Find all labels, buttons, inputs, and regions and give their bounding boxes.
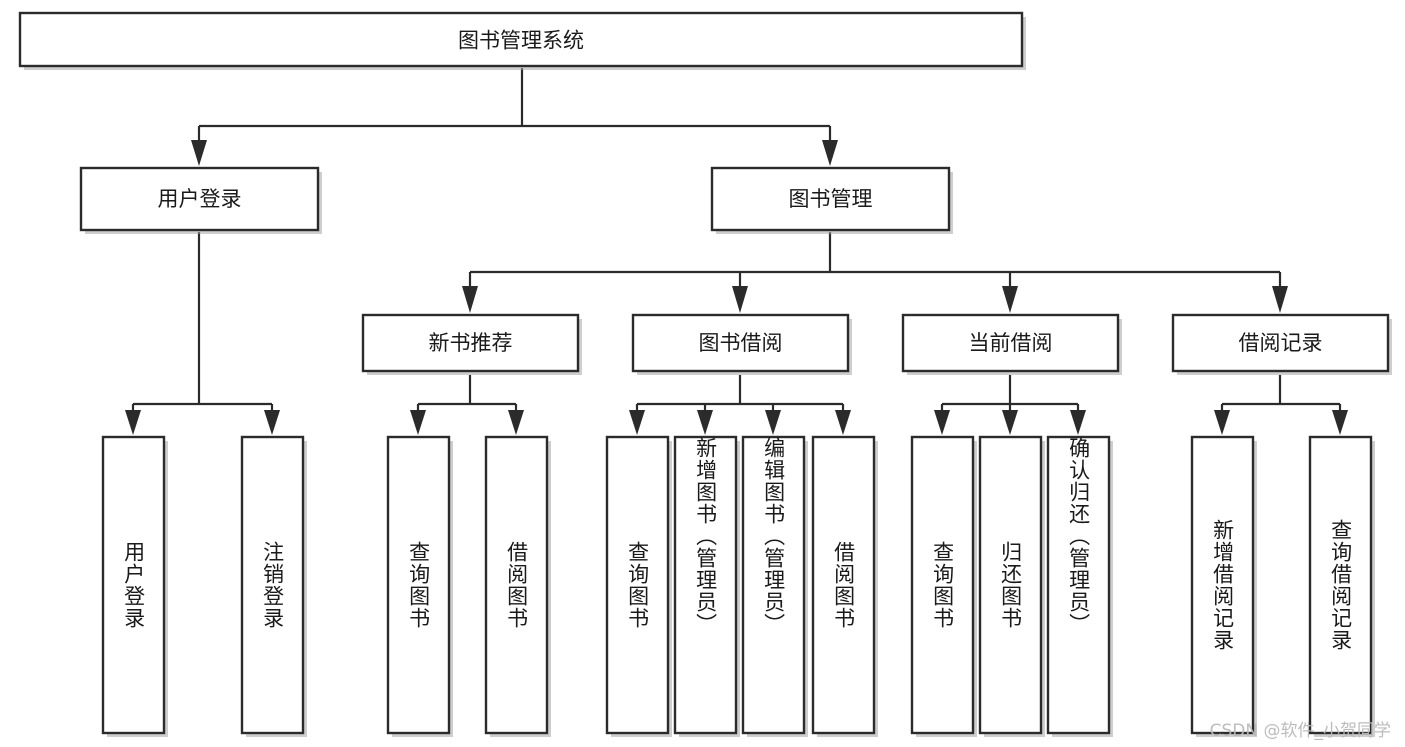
leaf-current-borrow-3[interactable] <box>1046 435 1113 737</box>
leaf-book-borrow-4[interactable] <box>811 435 878 737</box>
node-borrow-records[interactable]: 借阅记录 <box>1171 313 1392 375</box>
arrowhead-bb-leaf4 <box>835 410 851 435</box>
arrowhead-bb-leaf3 <box>765 410 781 435</box>
node-book-management[interactable]: 图书管理 <box>710 166 953 234</box>
node-user-login-label: 用户登录 <box>158 187 242 211</box>
leaf-user-login-2[interactable] <box>240 435 307 737</box>
arrowhead-nb-leaf1 <box>410 410 426 435</box>
leaf-current-borrow-1[interactable] <box>910 435 977 737</box>
arrowhead-br-leaf1 <box>1214 410 1230 435</box>
arrowhead-borrow-records <box>1272 286 1288 313</box>
node-root[interactable]: 图书管理系统 <box>18 11 1026 70</box>
leaf-current-borrow-2[interactable] <box>978 435 1045 737</box>
leaf-book-borrow-3[interactable] <box>741 435 808 737</box>
arrowhead-current-borrow <box>1002 286 1018 313</box>
node-current-borrow[interactable]: 当前借阅 <box>901 313 1122 375</box>
connector-group <box>125 68 1348 435</box>
leaf-new-book-1[interactable] <box>386 435 453 737</box>
leaf-borrow-records-2[interactable] <box>1308 435 1375 737</box>
node-new-book-recommend[interactable]: 新书推荐 <box>361 313 582 375</box>
node-new-book-recommend-label: 新书推荐 <box>429 331 513 355</box>
node-borrow-records-label: 借阅记录 <box>1239 331 1323 355</box>
arrowhead-book-mgmt <box>822 140 838 166</box>
node-book-borrow[interactable]: 图书借阅 <box>631 313 852 375</box>
node-current-borrow-label: 当前借阅 <box>969 331 1053 355</box>
arrowhead-nb-leaf2 <box>508 410 524 435</box>
node-book-management-label: 图书管理 <box>789 187 873 211</box>
leaf-new-book-2[interactable] <box>484 435 551 737</box>
csdn-watermark: CSDN @软件_小贺同学 <box>1209 721 1391 741</box>
node-root-label: 图书管理系统 <box>458 29 584 53</box>
arrowhead-ul-leaf1 <box>125 410 141 435</box>
leaf-book-borrow-2[interactable] <box>673 435 740 737</box>
arrowhead-user-login <box>191 140 207 166</box>
arrowhead-bb-leaf2 <box>697 410 713 435</box>
arrowhead-book-borrow <box>732 286 748 313</box>
leaf-user-login-1[interactable] <box>101 435 168 737</box>
arrowhead-cb-leaf2 <box>1002 410 1018 435</box>
arrowhead-new-book <box>462 286 478 313</box>
node-user-login[interactable]: 用户登录 <box>79 166 322 234</box>
arrowhead-bb-leaf1 <box>629 410 645 435</box>
arrowhead-br-leaf2 <box>1332 410 1348 435</box>
arrowhead-cb-leaf1 <box>934 410 950 435</box>
arrowhead-cb-leaf3 <box>1070 410 1086 435</box>
leaf-book-borrow-1[interactable] <box>605 435 672 737</box>
leaf-borrow-records-1[interactable] <box>1190 435 1257 737</box>
node-book-borrow-label: 图书借阅 <box>699 331 783 355</box>
arrowhead-ul-leaf2 <box>264 410 280 435</box>
